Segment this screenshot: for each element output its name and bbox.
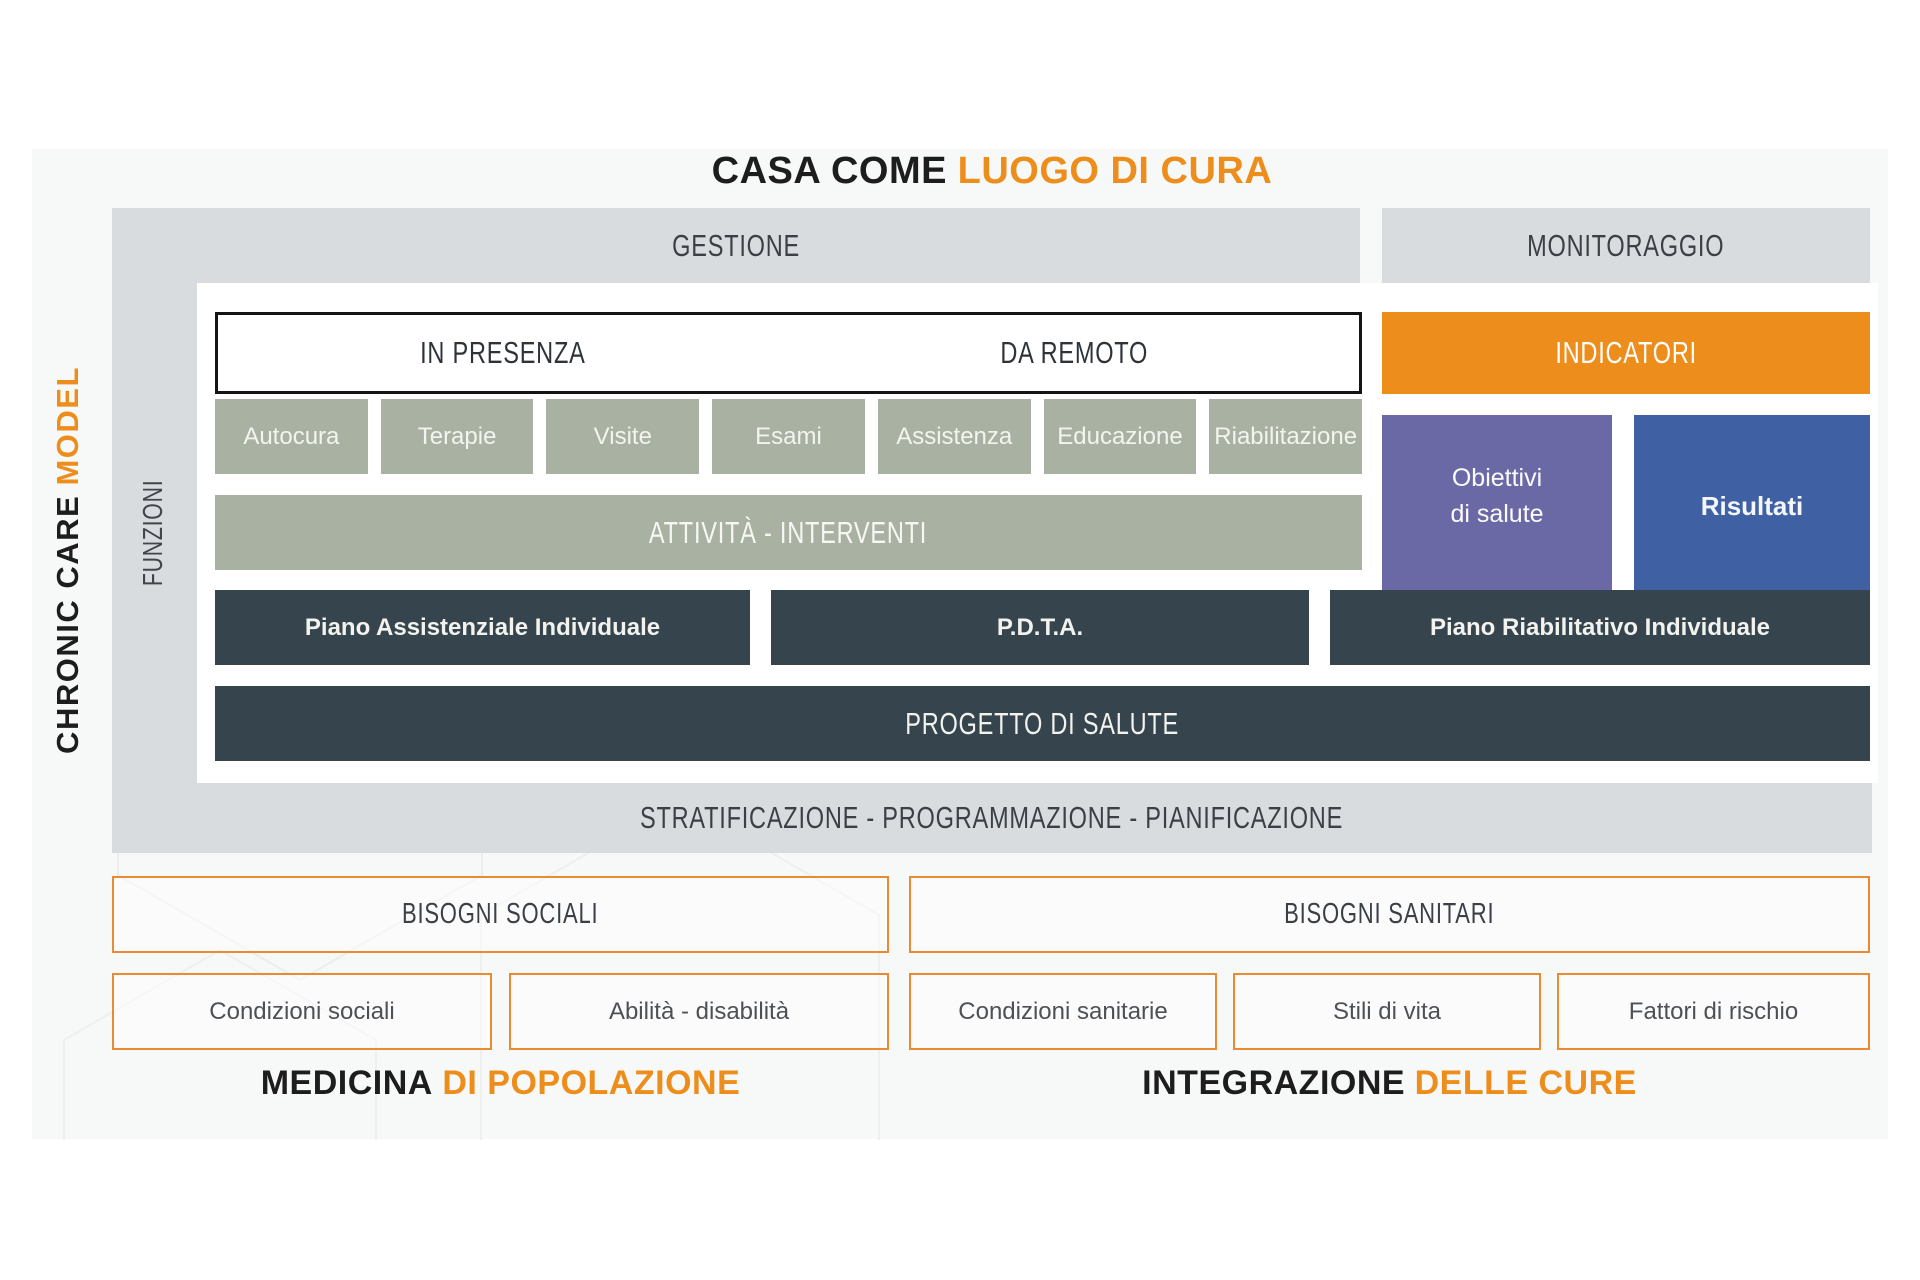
activity-box-terapie: Terapie	[380, 399, 534, 474]
condizioni-sanitarie-label: Condizioni sanitarie	[958, 997, 1168, 1025]
activity-label: Esami	[755, 422, 822, 450]
risultati-label: Risultati	[1700, 490, 1804, 521]
chronic-care-model-label: CHRONIC CARE MODEL	[50, 280, 88, 840]
monitoraggio-label: MONITORAGGIO	[1527, 227, 1725, 263]
obiettivi-di-salute-label: Obiettivi di salute	[1450, 460, 1543, 533]
condizioni-sanitarie-box: Condizioni sanitarie	[909, 973, 1217, 1050]
activity-box-visite: Visite	[546, 399, 700, 474]
in-presenza-label: IN PRESENZA	[420, 335, 586, 370]
piano-assistenziale-box: Piano Assistenziale Individuale	[215, 590, 750, 665]
stili-di-vita-box: Stili di vita	[1233, 973, 1541, 1050]
fattori-di-rischio-label: Fattori di rischio	[1628, 997, 1799, 1025]
integrazione-highlight: DELLE CURE	[1414, 1064, 1637, 1102]
activity-box-riabilitazione: Riabilitazione	[1209, 399, 1363, 474]
activity-box-assistenza: Assistenza	[877, 399, 1031, 474]
obiettivi-line2: di salute	[1450, 500, 1544, 528]
page-title-highlight: LUOGO DI CURA	[957, 150, 1273, 192]
integrazione-prefix: INTEGRAZIONE	[1142, 1064, 1406, 1102]
medicina-highlight: DI POPOLAZIONE	[442, 1064, 741, 1102]
pdta-box: P.D.T.A.	[771, 590, 1309, 665]
ccm-label-prefix: CHRONIC CARE	[50, 494, 85, 754]
ccm-label-highlight: MODEL	[50, 366, 85, 486]
fattori-di-rischio-box: Fattori di rischio	[1557, 973, 1870, 1050]
attivita-interventi-band: ATTIVITÀ - INTERVENTI	[215, 495, 1362, 570]
condizioni-sociali-box: Condizioni sociali	[112, 973, 492, 1050]
activity-label: Autocura	[243, 422, 340, 450]
obiettivi-line1: Obiettivi	[1451, 463, 1543, 492]
bisogni-sanitari-label: BISOGNI SANITARI	[1284, 898, 1495, 930]
abilita-disabilita-box: Abilità - disabilità	[509, 973, 889, 1050]
presence-remote-box: IN PRESENZA DA REMOTO	[215, 312, 1362, 394]
risultati-box: Risultati	[1634, 415, 1870, 597]
condizioni-sociali-label: Condizioni sociali	[209, 997, 395, 1025]
activity-label: Educazione	[1057, 422, 1183, 450]
activity-box-educazione: Educazione	[1043, 399, 1197, 474]
stili-di-vita-label: Stili di vita	[1332, 997, 1442, 1025]
page-title-prefix: CASA COME	[711, 150, 947, 192]
piano-riabilitativo-box: Piano Riabilitativo Individuale	[1330, 590, 1870, 665]
pdta-label: P.D.T.A.	[996, 613, 1084, 641]
piano-assistenziale-label: Piano Assistenziale Individuale	[304, 613, 661, 641]
bisogni-sanitari-box: BISOGNI SANITARI	[909, 876, 1870, 953]
piano-riabilitativo-label: Piano Riabilitativo Individuale	[1429, 613, 1771, 641]
activity-box-autocura: Autocura	[215, 399, 368, 474]
gestione-band: GESTIONE	[112, 208, 1360, 283]
activity-box-esami: Esami	[712, 399, 865, 474]
da-remoto-label: DA REMOTO	[999, 335, 1148, 370]
bisogni-sociali-box: BISOGNI SOCIALI	[112, 876, 889, 953]
funzioni-strip	[112, 283, 197, 783]
attivita-interventi-label: ATTIVITÀ - INTERVENTI	[649, 514, 928, 550]
progetto-di-salute-band: PROGETTO DI SALUTE	[215, 686, 1870, 761]
funzioni-label-text: FUNZIONI	[137, 479, 168, 587]
funzioni-label: FUNZIONI	[137, 383, 171, 683]
indicatori-label: INDICATORI	[1555, 335, 1697, 370]
gestione-label: GESTIONE	[672, 227, 800, 263]
activity-label: Riabilitazione	[1214, 422, 1358, 450]
in-presenza-cell: IN PRESENZA	[218, 315, 789, 391]
abilita-disabilita-label: Abilità - disabilità	[608, 997, 790, 1025]
obiettivi-di-salute-box: Obiettivi di salute	[1382, 415, 1612, 597]
activities-row: Autocura Terapie Visite Esami Assistenza…	[215, 399, 1363, 474]
activity-label: Terapie	[417, 422, 497, 450]
stratificazione-label: STRATIFICAZIONE - PROGRAMMAZIONE - PIANI…	[640, 800, 1344, 835]
da-remoto-cell: DA REMOTO	[789, 315, 1360, 391]
indicatori-box: INDICATORI	[1382, 312, 1870, 394]
activity-label: Visite	[593, 422, 652, 450]
stratificazione-band: STRATIFICAZIONE - PROGRAMMAZIONE - PIANI…	[112, 783, 1872, 853]
bisogni-sociali-label: BISOGNI SOCIALI	[402, 898, 599, 930]
monitoraggio-band: MONITORAGGIO	[1382, 208, 1870, 283]
activity-label: Assistenza	[896, 422, 1013, 450]
progetto-di-salute-label: PROGETTO DI SALUTE	[905, 705, 1180, 741]
medicina-prefix: MEDICINA	[260, 1064, 433, 1102]
